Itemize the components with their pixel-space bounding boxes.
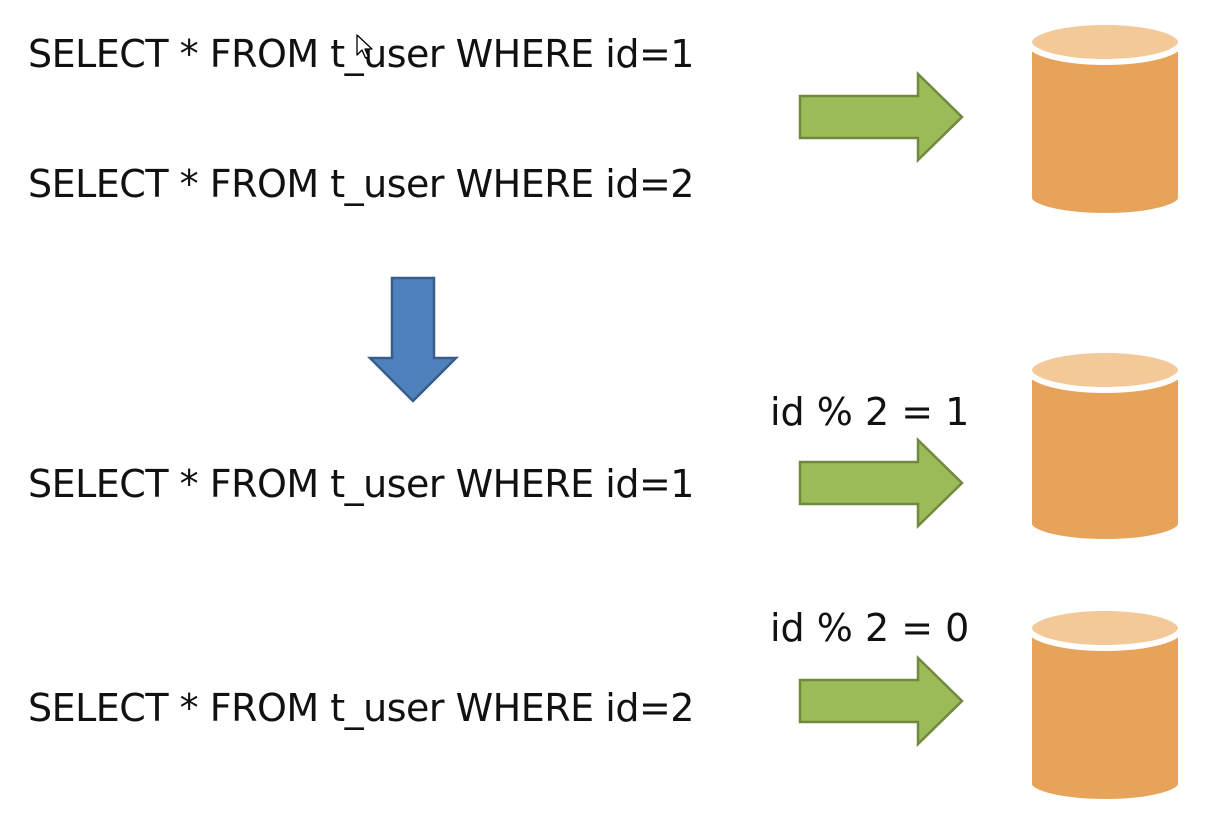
arrow-right-icon — [798, 71, 964, 163]
database-icon — [1026, 347, 1184, 545]
query-before-id2: SELECT * FROM t_user WHERE id=2 — [28, 162, 694, 206]
database-icon — [1026, 19, 1184, 219]
arrow-right-icon — [798, 655, 964, 747]
route-condition-even: id % 2 = 0 — [770, 606, 970, 650]
query-after-id2: SELECT * FROM t_user WHERE id=2 — [28, 686, 694, 730]
query-after-id1: SELECT * FROM t_user WHERE id=1 — [28, 462, 694, 506]
arrow-down-icon — [366, 276, 460, 403]
mouse-pointer-icon — [356, 34, 373, 59]
database-icon — [1026, 605, 1184, 805]
route-condition-odd: id % 2 = 1 — [770, 390, 970, 434]
arrow-right-icon — [798, 437, 964, 529]
